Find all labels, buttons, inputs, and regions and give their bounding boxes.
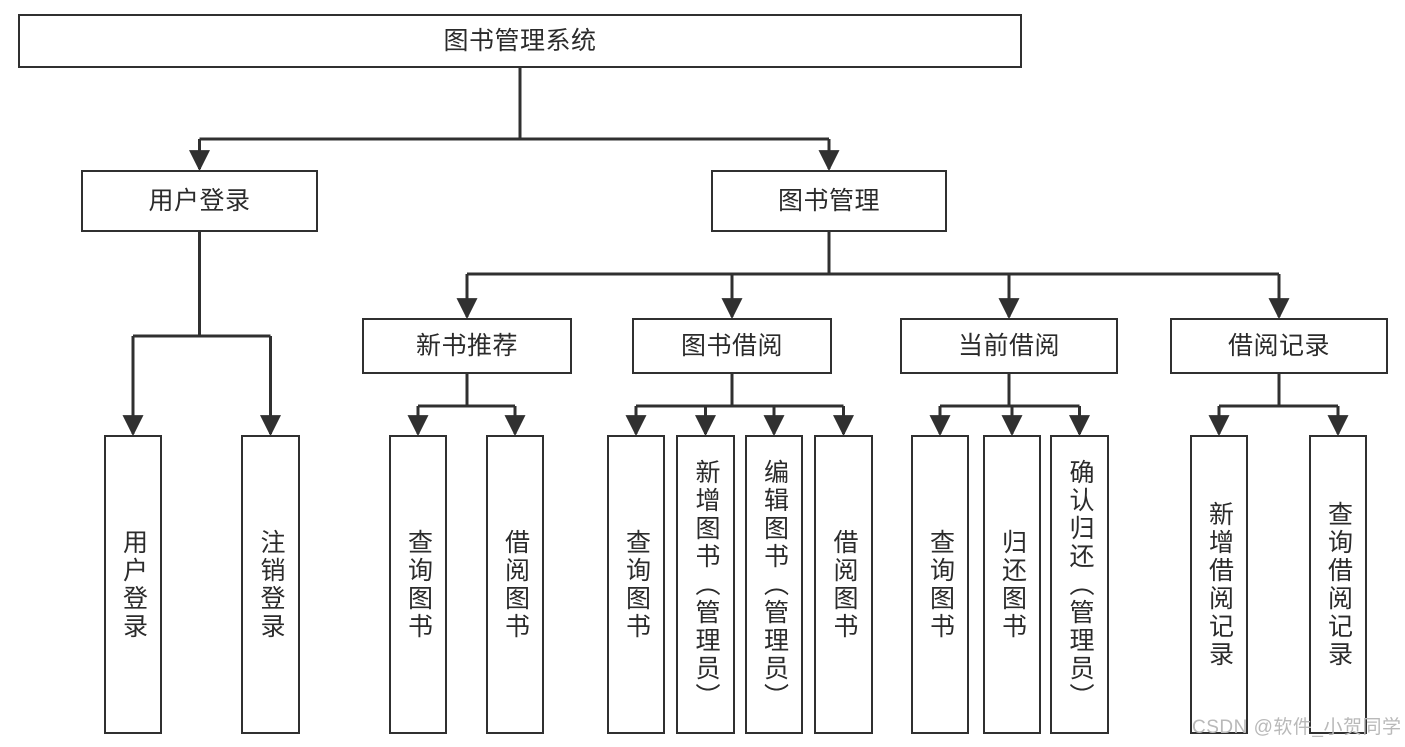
node-leaf-add-book-label: 新增图书（管理员） xyxy=(692,458,720,711)
node-leaf-borrow-book-b[interactable]: 借阅图书 xyxy=(814,435,873,734)
node-leaf-borrow-book-b-label: 借阅图书 xyxy=(830,528,858,641)
node-new-book-recommend[interactable]: 新书推荐 xyxy=(362,318,572,374)
node-leaf-add-record[interactable]: 新增借阅记录 xyxy=(1190,435,1248,734)
csdn-watermark: CSDN @软件_小贺同学 xyxy=(1192,717,1402,738)
node-leaf-confirm-return-label: 确认归还（管理员） xyxy=(1066,458,1094,711)
node-new-book-recommend-label: 新书推荐 xyxy=(415,332,518,360)
node-user-login-label: 用户登录 xyxy=(148,187,251,215)
node-borrow-record[interactable]: 借阅记录 xyxy=(1170,318,1388,374)
node-leaf-query-book-c-label: 查询图书 xyxy=(926,528,955,641)
node-leaf-query-book-b-label: 查询图书 xyxy=(622,528,651,641)
node-user-login[interactable]: 用户登录 xyxy=(81,170,318,232)
node-leaf-user-login-label: 用户登录 xyxy=(119,528,148,641)
node-leaf-edit-book-label: 编辑图书（管理员） xyxy=(760,458,789,711)
node-leaf-add-record-label: 新增借阅记录 xyxy=(1205,500,1234,669)
node-current-borrow-label: 当前借阅 xyxy=(957,332,1060,360)
node-book-manage-label: 图书管理 xyxy=(777,187,880,215)
node-leaf-borrow-book-a-label: 借阅图书 xyxy=(501,528,530,641)
node-leaf-query-book-a[interactable]: 查询图书 xyxy=(389,435,447,734)
node-root[interactable]: 图书管理系统 xyxy=(18,14,1022,68)
node-book-borrow-label: 图书借阅 xyxy=(680,332,783,360)
node-leaf-borrow-book-a[interactable]: 借阅图书 xyxy=(486,435,544,734)
node-book-manage[interactable]: 图书管理 xyxy=(711,170,947,232)
node-leaf-edit-book[interactable]: 编辑图书（管理员） xyxy=(745,435,803,734)
node-book-borrow[interactable]: 图书借阅 xyxy=(632,318,832,374)
node-current-borrow[interactable]: 当前借阅 xyxy=(900,318,1118,374)
node-leaf-user-logout-label: 注销登录 xyxy=(257,528,285,641)
node-leaf-return-book-label: 归还图书 xyxy=(998,528,1027,641)
node-root-label: 图书管理系统 xyxy=(443,27,597,55)
node-leaf-user-logout[interactable]: 注销登录 xyxy=(241,435,300,734)
node-leaf-query-record[interactable]: 查询借阅记录 xyxy=(1309,435,1367,734)
node-leaf-query-record-label: 查询借阅记录 xyxy=(1324,500,1353,669)
node-leaf-query-book-b[interactable]: 查询图书 xyxy=(607,435,665,734)
node-leaf-return-book[interactable]: 归还图书 xyxy=(983,435,1041,734)
node-leaf-add-book[interactable]: 新增图书（管理员） xyxy=(676,435,735,734)
node-borrow-record-label: 借阅记录 xyxy=(1227,332,1330,360)
node-leaf-confirm-return[interactable]: 确认归还（管理员） xyxy=(1050,435,1109,734)
node-leaf-user-login[interactable]: 用户登录 xyxy=(104,435,162,734)
node-leaf-query-book-a-label: 查询图书 xyxy=(404,528,433,641)
node-leaf-query-book-c[interactable]: 查询图书 xyxy=(911,435,969,734)
